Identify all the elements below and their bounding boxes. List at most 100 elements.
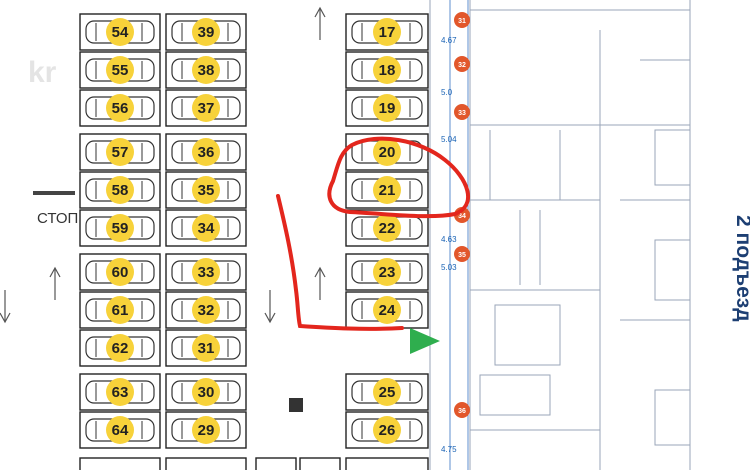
parking-spot-partial bbox=[255, 457, 297, 470]
spot-marker bbox=[106, 334, 134, 362]
storage-number: 32 bbox=[458, 62, 466, 69]
parking-spot: 64 bbox=[79, 411, 161, 449]
spot-marker bbox=[192, 176, 220, 204]
spot-marker bbox=[192, 138, 220, 166]
parking-spot: 55 bbox=[79, 51, 161, 89]
spot-marker bbox=[192, 378, 220, 406]
spot-number: 59 bbox=[112, 220, 129, 237]
spot-number: 17 bbox=[379, 24, 396, 41]
parking-spot: 18 bbox=[345, 51, 429, 89]
route-line bbox=[276, 194, 404, 331]
arrow-up-icon bbox=[314, 266, 326, 300]
spot-number: 20 bbox=[379, 144, 396, 161]
parking-spot: 56 bbox=[79, 89, 161, 127]
spot-number: 60 bbox=[112, 264, 129, 281]
arrow-up-icon bbox=[49, 266, 61, 300]
spot-number: 33 bbox=[198, 264, 215, 281]
spot-number: 19 bbox=[379, 100, 396, 117]
storage-number: 33 bbox=[458, 110, 466, 117]
spot-marker bbox=[373, 296, 401, 324]
spot-marker bbox=[373, 138, 401, 166]
entrance-label: 2 подъезд bbox=[732, 215, 750, 322]
parking-spot: 29 bbox=[165, 411, 247, 449]
spot-marker bbox=[373, 214, 401, 242]
spot-marker bbox=[192, 416, 220, 444]
spot-marker bbox=[106, 416, 134, 444]
spot-number: 21 bbox=[379, 182, 396, 199]
highlight-circle bbox=[327, 136, 471, 219]
parking-spot: 33 bbox=[165, 253, 247, 291]
column-pillar bbox=[289, 398, 303, 412]
parking-spot: 63 bbox=[79, 373, 161, 411]
spot-marker bbox=[373, 56, 401, 84]
arrow-down-icon bbox=[264, 290, 276, 324]
spot-marker bbox=[373, 94, 401, 122]
area-label: 5.03 bbox=[441, 263, 457, 272]
spot-marker bbox=[192, 296, 220, 324]
lane-arrows bbox=[0, 6, 326, 324]
spot-number: 38 bbox=[198, 62, 215, 79]
spot-marker bbox=[106, 214, 134, 242]
spot-number: 64 bbox=[112, 422, 129, 439]
storage-badge bbox=[454, 104, 470, 120]
parking-spot: 32 bbox=[165, 291, 247, 329]
parking-spot-partial bbox=[345, 457, 429, 470]
storage-unit: 31 bbox=[454, 12, 470, 28]
spot-number: 26 bbox=[379, 422, 396, 439]
spot-marker bbox=[106, 258, 134, 286]
spot-number: 36 bbox=[198, 144, 215, 161]
spot-marker bbox=[106, 176, 134, 204]
entrance-arrow bbox=[410, 328, 440, 354]
area-label: 4.67 bbox=[441, 36, 457, 45]
stop-sign: СТОП bbox=[37, 210, 78, 227]
area-label: 5.0 bbox=[441, 88, 453, 97]
parking-spot: 35 bbox=[165, 171, 247, 209]
spot-number: 63 bbox=[112, 384, 129, 401]
spot-marker bbox=[373, 176, 401, 204]
storage-number: 31 bbox=[458, 18, 466, 25]
spot-number: 61 bbox=[112, 302, 129, 319]
spot-marker bbox=[106, 94, 134, 122]
spot-number: 31 bbox=[198, 340, 215, 357]
spot-marker bbox=[373, 416, 401, 444]
area-label: 5.04 bbox=[441, 135, 457, 144]
spot-number: 35 bbox=[198, 182, 215, 199]
storage-unit: 32 bbox=[454, 56, 470, 72]
parking-spot: 26 bbox=[345, 411, 429, 449]
spot-marker bbox=[192, 18, 220, 46]
spot-marker bbox=[373, 378, 401, 406]
parking-spot: 24 bbox=[345, 291, 429, 329]
spot-number: 32 bbox=[198, 302, 215, 319]
area-label: 4.75 bbox=[441, 445, 457, 454]
watermark: kr bbox=[28, 56, 57, 89]
parking-spot: 21 bbox=[345, 171, 429, 209]
parking-spot: 36 bbox=[165, 133, 247, 171]
spot-number: 22 bbox=[379, 220, 396, 237]
storage-badge bbox=[454, 402, 470, 418]
parking-spot: 23 bbox=[345, 253, 429, 291]
spot-marker bbox=[373, 258, 401, 286]
spot-marker bbox=[192, 258, 220, 286]
area-label: 4.63 bbox=[441, 235, 457, 244]
arrow-up-icon bbox=[314, 6, 326, 40]
spot-marker bbox=[106, 18, 134, 46]
spot-number: 62 bbox=[112, 340, 129, 357]
storage-badge bbox=[454, 12, 470, 28]
building-walls bbox=[429, 0, 691, 470]
storage-unit: 33 bbox=[454, 104, 470, 120]
parking-spot-partial bbox=[165, 457, 247, 470]
storage-unit: 35 bbox=[454, 246, 470, 262]
spot-number: 24 bbox=[379, 302, 396, 319]
spot-number: 18 bbox=[379, 62, 396, 79]
spot-number: 58 bbox=[112, 182, 129, 199]
spot-marker bbox=[192, 56, 220, 84]
parking-spot: 39 bbox=[165, 13, 247, 51]
storage-number: 35 bbox=[458, 252, 466, 259]
parking-spot: 30 bbox=[165, 373, 247, 411]
storage-number: 34 bbox=[458, 213, 466, 220]
spot-number: 56 bbox=[112, 100, 129, 117]
spot-marker bbox=[106, 296, 134, 324]
parking-spot: 59 bbox=[79, 209, 161, 247]
spot-number: 34 bbox=[198, 220, 215, 237]
